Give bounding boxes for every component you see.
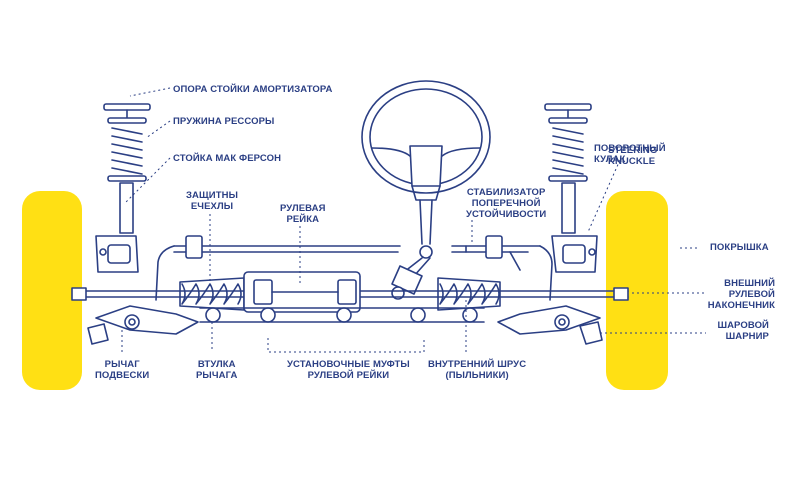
- left-strut: [95, 103, 151, 273]
- leader-strut-mount: [129, 87, 171, 97]
- label-spring: ПРУЖИНА РЕССОРЫ: [173, 116, 275, 127]
- stabilizer-bar: [155, 235, 553, 301]
- right-strut: [544, 103, 598, 273]
- right-tire: [606, 191, 668, 390]
- label-strut-mount: ОПОРА СТОЙКИ АМОРТИЗАТОРА: [173, 84, 333, 95]
- leader-knuckle: [587, 159, 621, 233]
- right-control-arm: [497, 305, 603, 345]
- steering-wheel: [361, 80, 491, 300]
- leader-rack-mounts: [267, 338, 425, 353]
- label-inner-cv-joint: ВНУТРЕННИЙ ШРУС(ПЫЛЬНИКИ): [428, 359, 527, 381]
- leader-macpherson: [123, 157, 171, 205]
- left-tire: [22, 191, 82, 390]
- label-macpherson-strut: СТОЙКА МАК ФЕРСОН: [173, 153, 282, 164]
- steering-rack: [71, 271, 629, 323]
- leader-spring: [145, 120, 171, 139]
- left-control-arm: [87, 305, 199, 345]
- label-tire: ПОКРЫШКА: [710, 242, 769, 253]
